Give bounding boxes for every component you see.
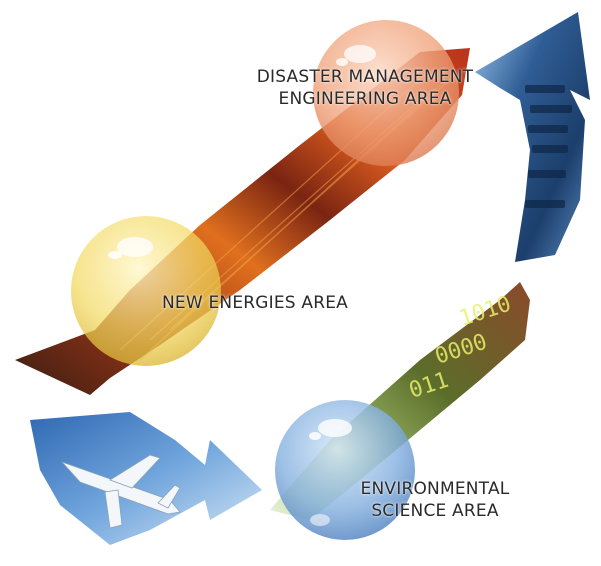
sphere-disaster [313, 20, 459, 166]
disaster-area-line1: DISASTER MANAGEMENT [256, 67, 474, 87]
disaster-area-line2: ENGINEERING AREA [278, 89, 452, 109]
environmental-area-line2: SCIENCE AREA [371, 501, 499, 521]
airplane-icon [61, 454, 181, 529]
environmental-area-label: ENVIRONMENTAL SCIENCE AREA [320, 478, 550, 522]
disaster-area-label: DISASTER MANAGEMENT ENGINEERING AREA [200, 66, 530, 110]
environmental-area-line1: ENVIRONMENTAL [360, 479, 510, 499]
sky-arrow [30, 412, 262, 545]
sphere-energies [71, 216, 221, 366]
sphere-environmental [275, 400, 415, 540]
new-energies-area-text: NEW ENERGIES AREA [161, 293, 349, 313]
new-energies-area-label: NEW ENERGIES AREA [110, 292, 400, 314]
tech-arrow [475, 12, 590, 262]
